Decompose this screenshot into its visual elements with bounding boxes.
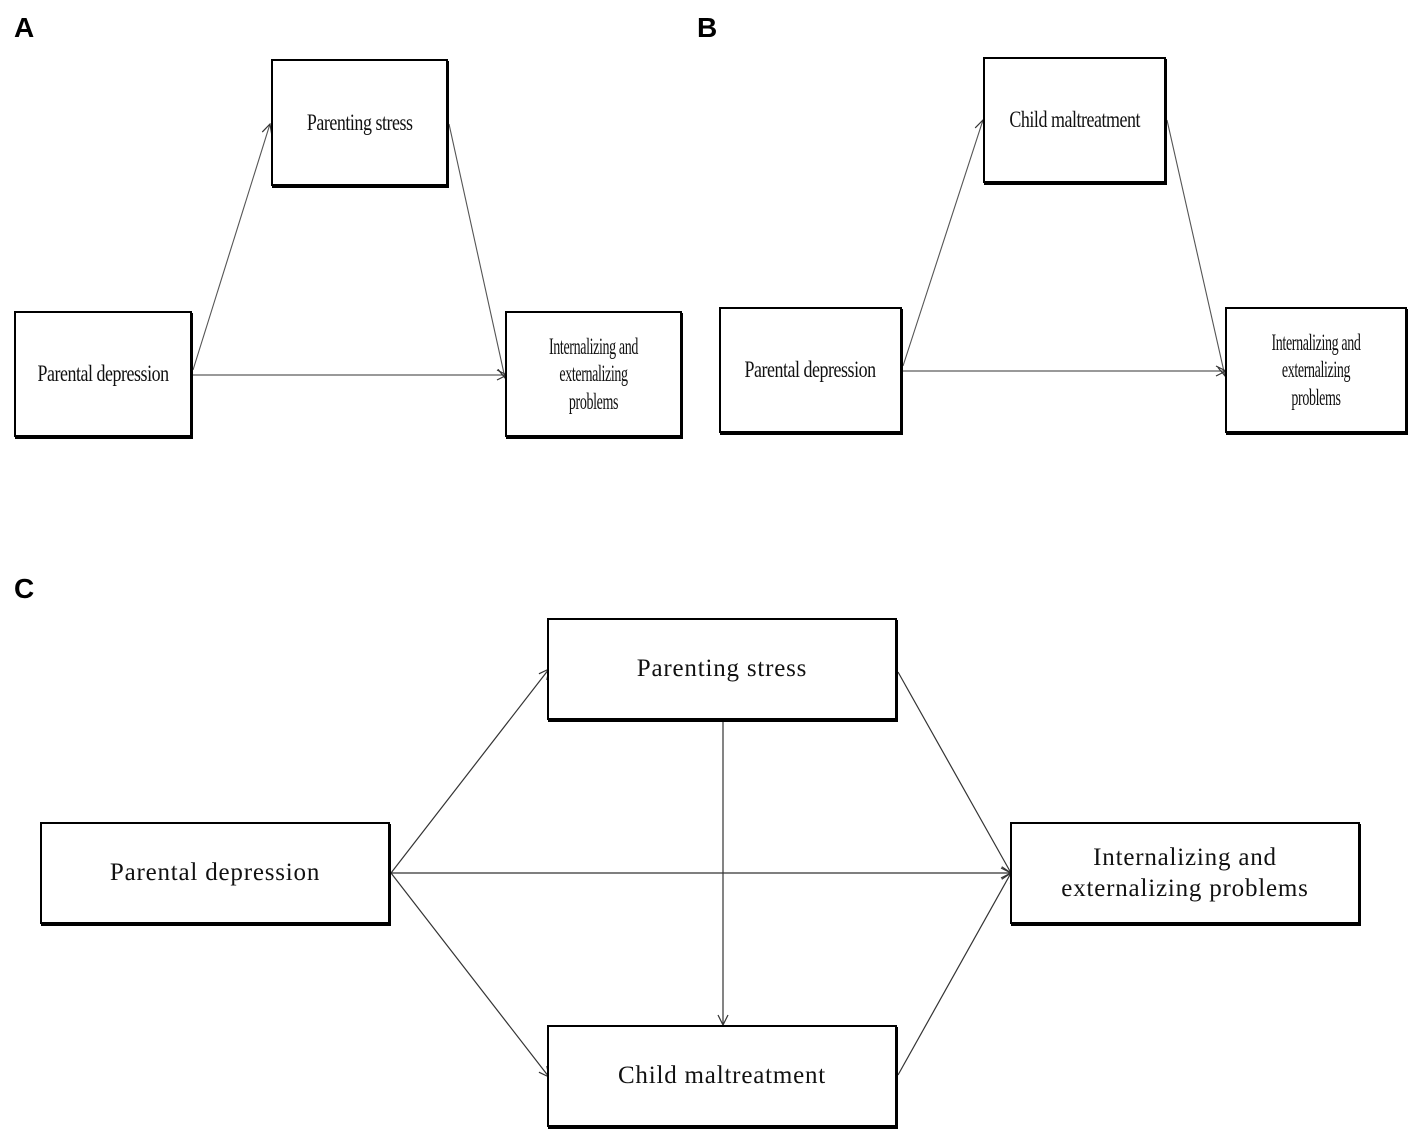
node-b-child-maltreatment-label: Child maltreatment	[1009, 107, 1140, 133]
node-a-outcome-line1: Internalizing and	[549, 333, 638, 359]
node-c-parenting-stress-label: Parenting stress	[636, 655, 808, 683]
node-b-outcome-label: Internalizing and externalizing problems	[1247, 329, 1386, 412]
node-b-outcome-line2: externalizing problems	[1281, 357, 1351, 410]
arrow-c-predictor-to-maltreatment	[390, 872, 549, 1077]
node-a-outcome-line2: externalizing problems	[559, 361, 628, 414]
node-c-outcome: Internalizing and externalizing problems	[1010, 822, 1360, 924]
node-c-child-maltreatment: Child maltreatment	[547, 1025, 897, 1127]
node-a-parenting-stress: Parenting stress	[271, 59, 448, 186]
node-c-outcome-label: Internalizing and externalizing problems	[1061, 842, 1308, 905]
node-a-outcome-label: Internalizing and externalizing problems	[526, 333, 661, 416]
node-c-parental-depression: Parental depression	[40, 822, 390, 924]
arrow-a-mediator-to-outcome	[448, 123, 505, 378]
node-b-outcome: Internalizing and externalizing problems	[1225, 307, 1407, 433]
node-b-parental-depression-label: Parental depression	[744, 357, 877, 383]
arrow-c-predictor-to-stress	[390, 669, 549, 874]
arrow-c-stress-to-outcome	[897, 671, 1011, 873]
arrow-b-predictor-to-mediator	[902, 120, 983, 367]
panel-label-a: A	[14, 12, 35, 43]
node-a-parenting-stress-label: Parenting stress	[306, 109, 413, 135]
node-b-outcome-line1: Internalizing and	[1271, 329, 1361, 355]
node-c-parental-depression-label: Parental depression	[109, 859, 321, 887]
node-c-parenting-stress: Parenting stress	[547, 618, 897, 720]
panel-label-c: C	[14, 573, 35, 604]
node-b-parental-depression: Parental depression	[719, 307, 902, 433]
node-c-outcome-line2: externalizing problems	[1061, 875, 1309, 902]
panel-label-b: B	[697, 12, 718, 43]
node-b-child-maltreatment: Child maltreatment	[983, 57, 1166, 183]
node-c-outcome-line1: Internalizing and	[1093, 843, 1277, 871]
arrow-c-maltreatment-to-outcome	[897, 873, 1011, 1076]
node-c-child-maltreatment-label: Child maltreatment	[617, 1062, 827, 1090]
arrow-b-mediator-to-outcome	[1166, 119, 1225, 376]
node-a-parental-depression: Parental depression	[14, 311, 192, 437]
node-a-parental-depression-label: Parental depression	[37, 361, 169, 387]
node-a-outcome: Internalizing and externalizing problems	[505, 311, 682, 437]
arrow-a-predictor-to-mediator	[192, 124, 270, 371]
